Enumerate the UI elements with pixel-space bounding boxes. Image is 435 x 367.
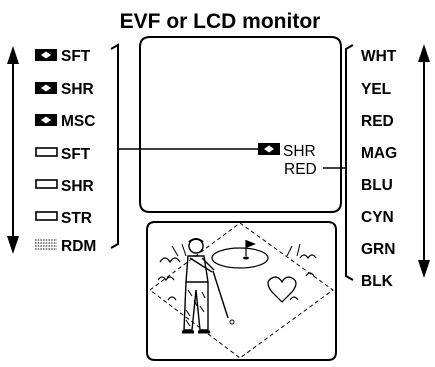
left-item: SHR <box>36 178 94 195</box>
monitor-screen <box>140 37 341 212</box>
right-item-label: YEL <box>361 81 391 98</box>
left-item: SHR <box>35 81 94 98</box>
left-item-label: SFT <box>61 48 91 65</box>
right-item-label: BLK <box>361 273 394 290</box>
left-item: RDM <box>35 238 96 255</box>
left-item-label: MSC <box>61 113 95 130</box>
golfer-illustration-icon <box>147 222 336 360</box>
outline-box-icon <box>36 212 57 220</box>
right-item-label: WHT <box>361 48 397 65</box>
right-updown-arrow-icon <box>418 44 430 278</box>
left-bracket <box>111 45 118 248</box>
left-item-label: STR <box>61 210 92 227</box>
screen-display: SHR RED <box>258 143 317 178</box>
right-bracket <box>346 45 353 280</box>
left-item-label: SHR <box>61 178 94 195</box>
left-item: STR <box>36 210 92 227</box>
left-menu-list: SFT SHR MSC SFT SHR STR <box>35 48 96 255</box>
outline-box-icon <box>36 180 57 188</box>
right-item-label: RED <box>361 113 394 130</box>
right-item-label: GRN <box>361 241 395 258</box>
left-item: MSC <box>35 113 95 130</box>
left-updown-arrow-icon <box>7 46 19 254</box>
right-color-list: WHT YEL RED MAG BLU CYN GRN BLK <box>361 48 397 290</box>
screen-color-text: RED <box>284 161 317 178</box>
left-item-label: SHR <box>61 81 94 98</box>
left-item: SFT <box>35 48 91 65</box>
left-item: SFT <box>36 146 91 163</box>
dotted-box-icon <box>35 240 57 249</box>
left-item-label: SFT <box>61 146 91 163</box>
screen-effect-text: SHR <box>283 143 316 160</box>
diagram-title: EVF or LCD monitor <box>120 10 321 33</box>
right-item-label: BLU <box>361 177 393 194</box>
outline-box-icon <box>36 148 57 156</box>
left-item-label: RDM <box>61 238 96 255</box>
right-item-label: CYN <box>361 209 394 226</box>
right-item-label: MAG <box>361 145 397 162</box>
